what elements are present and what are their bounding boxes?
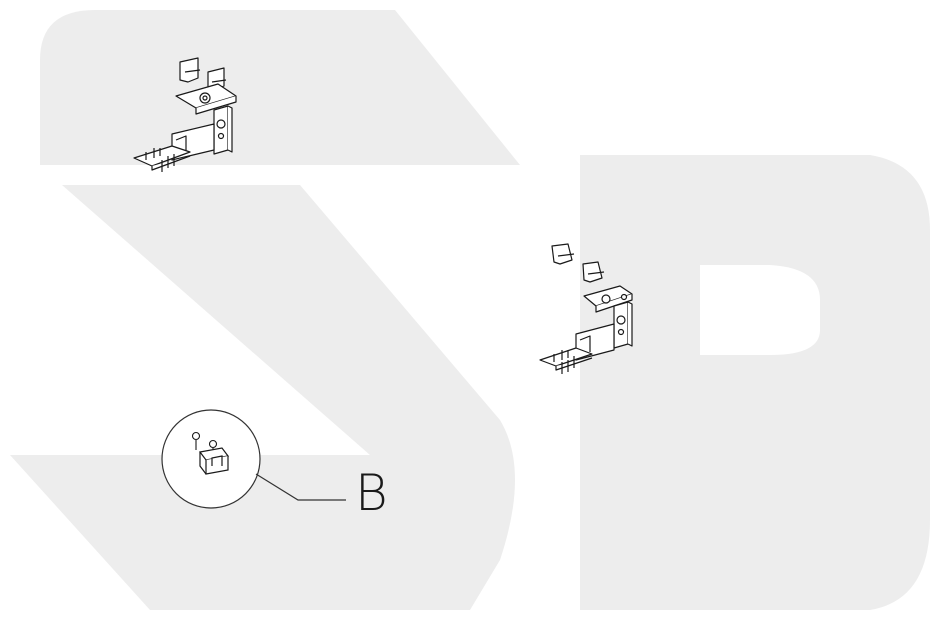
watermark-logo (10, 10, 930, 610)
callout-label-b: B (355, 464, 388, 522)
callout-leader-line (255, 473, 346, 501)
detail-callout-circle (161, 409, 346, 509)
clip-bracket-icon (198, 447, 230, 475)
bracket-assembly-left (133, 57, 237, 172)
bracket-assembly-right (539, 243, 633, 374)
